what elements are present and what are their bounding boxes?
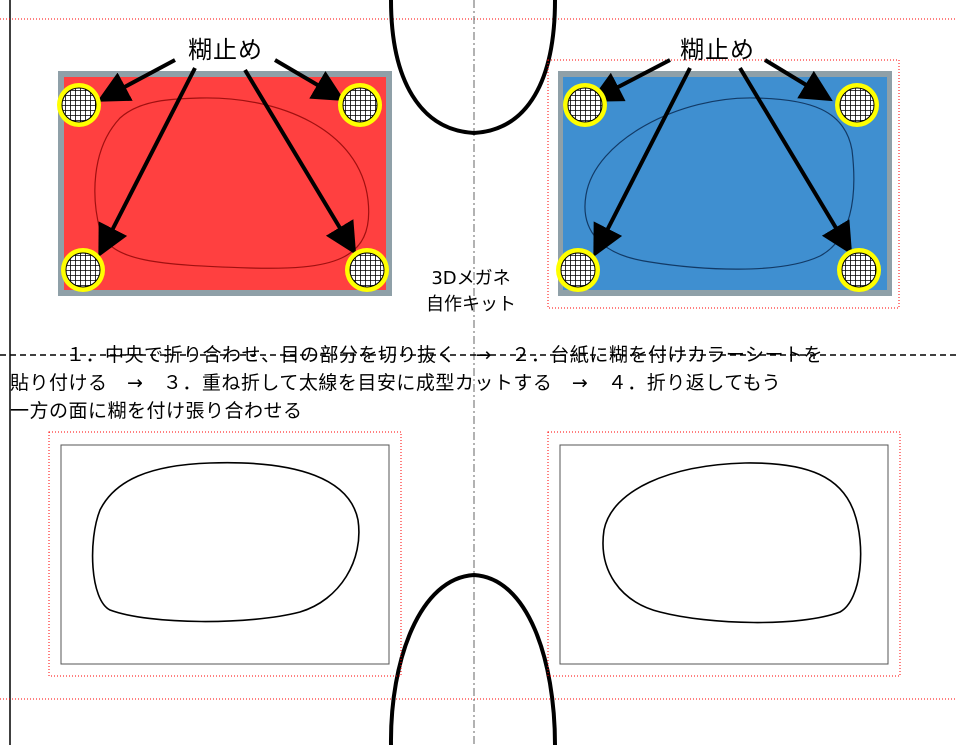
bottom-right-guide	[547, 431, 901, 677]
left-eye-template-outline	[91, 461, 360, 623]
bottom-left-frame	[60, 444, 390, 665]
crosshatch-circle-icon	[837, 248, 881, 292]
bottom-left-guide	[48, 431, 402, 677]
crosshatch-circle-icon	[556, 248, 600, 292]
crosshatch-circle-icon	[563, 83, 607, 127]
left-lens-color-sheet	[64, 77, 386, 290]
instructions-line3: 一方の面に糊を付け張り合わせる	[10, 400, 303, 422]
nose-arc-bottom	[388, 572, 557, 745]
right-eye-template-outline	[602, 462, 862, 624]
crosshatch-circle-icon	[345, 248, 389, 292]
instructions-line1: １．中央で折り合わせ、目の部分を切り抜く → ２．台紙に糊を付けカラーシートを	[66, 344, 824, 366]
paste-stop-label-left: 糊止め	[188, 36, 263, 64]
kit-title-line1: 3Dメガネ	[431, 268, 511, 289]
bottom-right-frame	[559, 444, 889, 665]
left-eye-cut-outline	[94, 97, 370, 269]
crosshatch-circle-icon	[57, 83, 101, 127]
crosshatch-circle-icon	[338, 83, 382, 127]
bottom-right-template	[547, 431, 901, 677]
right-arrows	[589, 58, 853, 258]
right-lens-guide	[547, 59, 900, 309]
bottom-left-template	[48, 431, 402, 677]
instructions: １．中央で折り合わせ、目の部分を切り抜く → ２．台紙に糊を付けカラーシートを …	[10, 341, 824, 425]
kit-title-line2: 自作キット	[426, 294, 516, 315]
instructions-line2: 貼り付ける → ３．重ね折して太線を目安に成型カットする → ４．折り返してもう	[10, 372, 782, 394]
paste-stop-label-right: 糊止め	[680, 36, 755, 64]
right-eye-cut-outline	[584, 97, 855, 270]
kit-title: 3Dメガネ 自作キット	[411, 266, 531, 318]
crosshatch-circle-icon	[835, 83, 879, 127]
left-arrows	[96, 58, 357, 258]
paste-markers	[57, 83, 881, 292]
nose-arc-top	[389, 0, 557, 136]
crosshatch-circle-icon	[61, 248, 105, 292]
